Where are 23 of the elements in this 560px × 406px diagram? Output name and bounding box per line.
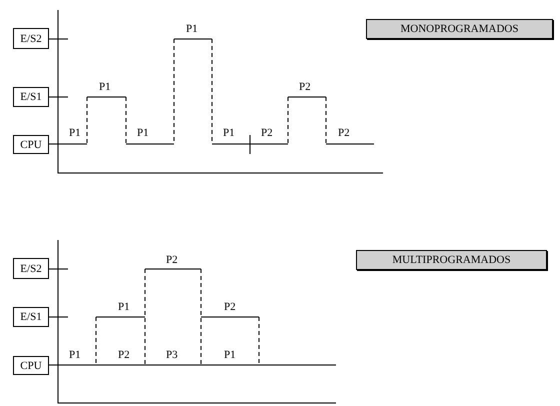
process-label: P2 [338, 127, 350, 139]
process-label: P2 [224, 301, 236, 313]
process-label: P2 [118, 349, 130, 361]
level-box: E/S1 [13, 87, 49, 107]
process-label: P1 [69, 349, 81, 361]
process-label: P1 [99, 81, 111, 93]
process-label: P2 [261, 127, 273, 139]
process-label: P1 [223, 127, 235, 139]
process-label: P2 [299, 81, 311, 93]
title-box: MONOPROGRAMADOS [366, 19, 553, 39]
process-label: P1 [69, 127, 81, 139]
level-box: CPU [13, 135, 49, 154]
process-label: P1 [137, 127, 149, 139]
process-label: P1 [186, 23, 198, 35]
level-box: CPU [13, 356, 49, 375]
title-box: MULTIPROGRAMADOS [356, 250, 547, 270]
process-label: P3 [166, 349, 178, 361]
level-box: E/S1 [13, 307, 49, 327]
level-box: E/S2 [13, 28, 49, 49]
process-label: P1 [118, 301, 130, 313]
level-box: E/S2 [13, 258, 49, 279]
process-label: P1 [224, 349, 236, 361]
process-label: P2 [166, 254, 178, 266]
